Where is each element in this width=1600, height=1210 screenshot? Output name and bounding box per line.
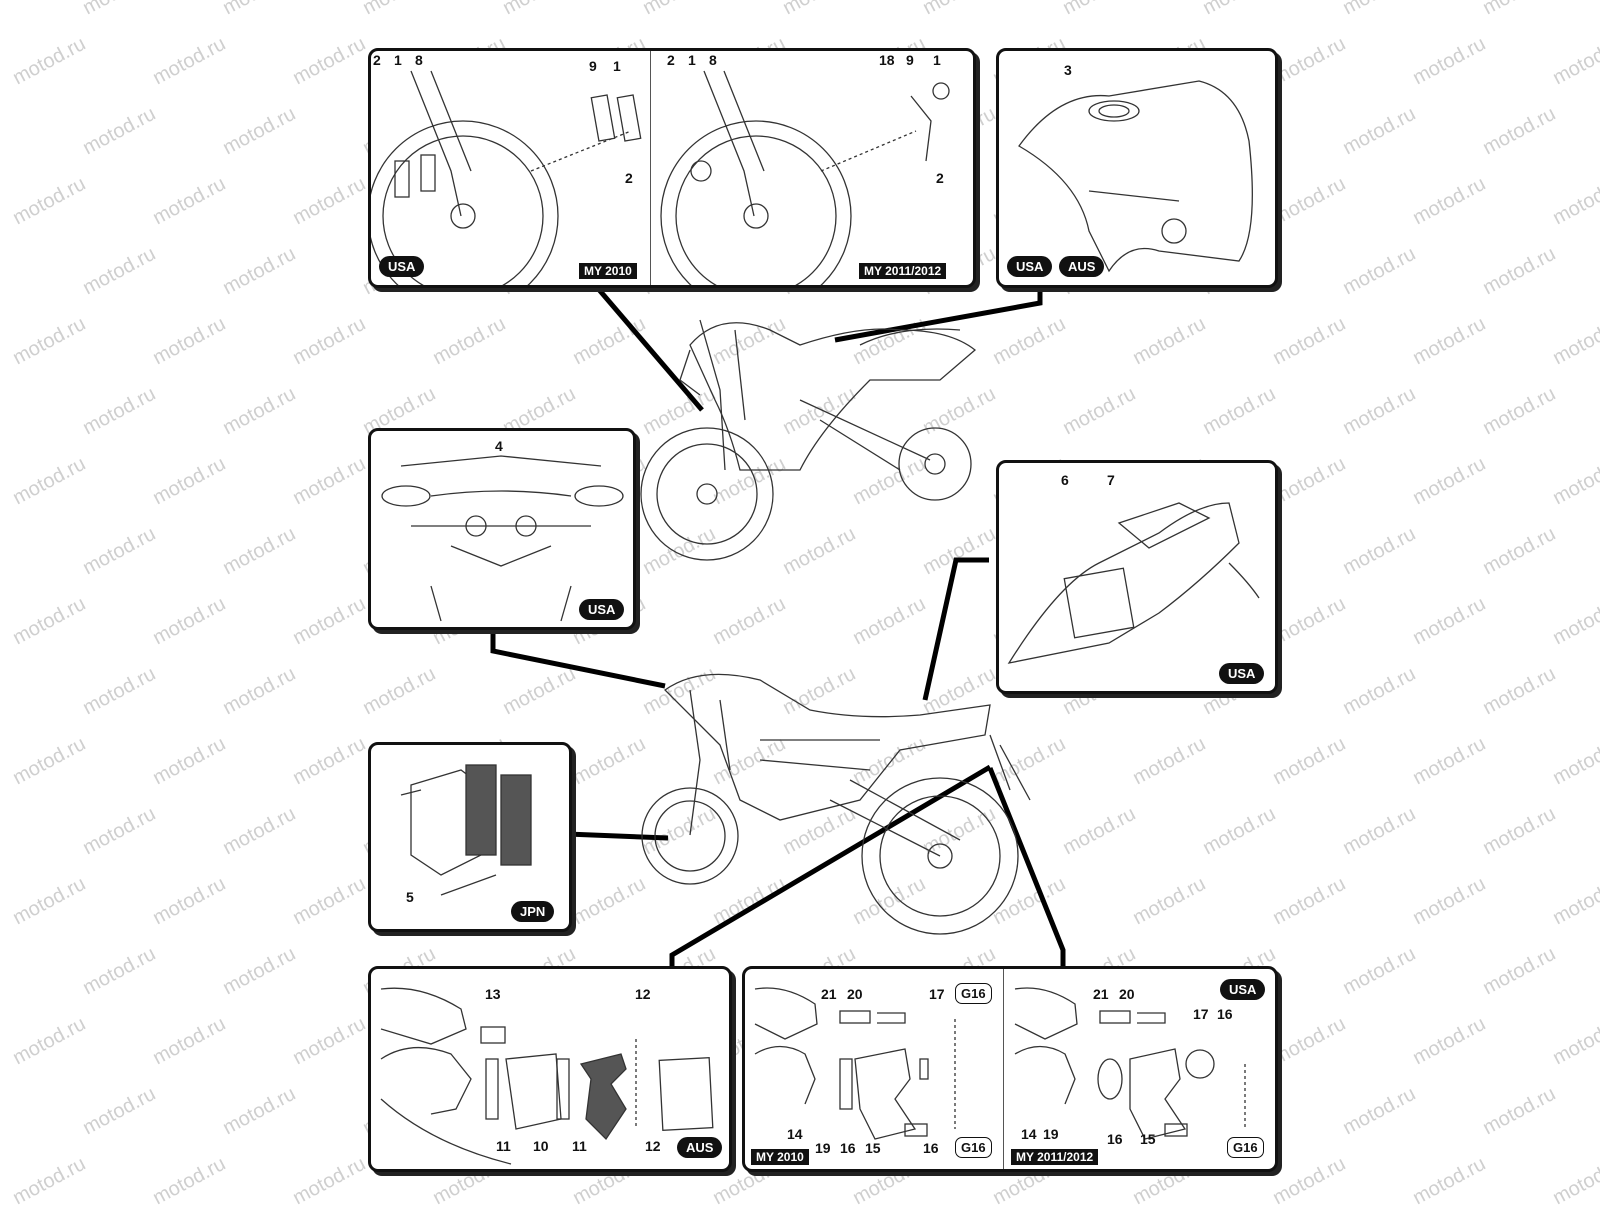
part-label: 21 — [1093, 986, 1109, 1002]
g16-box: G16 — [955, 983, 992, 1004]
leader-rear-seat — [922, 557, 989, 701]
part-label: 13 — [485, 986, 501, 1002]
caliper-drawing — [400, 764, 532, 896]
region-badge-usa: USA — [1219, 663, 1265, 684]
region-badge-jpn: JPN — [511, 901, 555, 922]
panel-divider — [650, 51, 651, 285]
panel-rear-tail: 6 7 USA — [996, 460, 1278, 694]
leader-fork — [593, 283, 704, 412]
part-label: 4 — [495, 438, 503, 454]
part-label: 19 — [1043, 1126, 1059, 1142]
g16-box: G16 — [955, 1137, 992, 1158]
panel-mirror-reflectors: 4 USA — [368, 428, 636, 630]
part-label: 1 — [933, 52, 941, 68]
panel-license-plate-aus: 13 12 11 10 11 12 AUS — [368, 966, 732, 1172]
part-label: 2 — [667, 52, 675, 68]
part-label: 17 — [929, 986, 945, 1002]
leader-dashboard — [490, 622, 666, 689]
leader-lines — [490, 283, 1066, 966]
panel-fuel-tank: 3 USA AUS — [996, 48, 1278, 288]
motorcycle-lower-drawing — [641, 673, 1031, 935]
part-label: 11 — [572, 1138, 587, 1154]
g16-box: G16 — [1227, 1137, 1264, 1158]
panel-front-fork-reflectors: 2 1 8 9 1 2 USA MY 2010 2 1 8 18 9 1 2 M… — [368, 48, 976, 288]
part-label: 8 — [709, 52, 717, 68]
region-badge-usa: USA — [379, 256, 425, 277]
part-label: 9 — [906, 52, 914, 68]
part-label: 12 — [635, 986, 651, 1002]
leader-caliper — [566, 831, 669, 841]
part-label: 16 — [840, 1140, 856, 1156]
part-label: 7 — [1107, 472, 1115, 488]
part-label: 1 — [394, 52, 402, 68]
model-year-tag: MY 2010 — [579, 263, 637, 279]
part-label: 2 — [373, 52, 381, 68]
panel-license-plate-usa: 21 20 17 14 19 16 15 16 G16 G16 MY 2010 … — [742, 966, 1278, 1172]
model-year-tag: MY 2011/2012 — [1011, 1149, 1099, 1165]
part-label: 21 — [821, 986, 837, 1002]
region-badge-usa: USA — [1007, 256, 1053, 277]
tank-drawing — [1018, 80, 1253, 273]
part-label: 2 — [936, 170, 944, 186]
part-label: 20 — [847, 986, 863, 1002]
part-label: 9 — [589, 58, 597, 74]
part-label: 11 — [496, 1138, 511, 1154]
part-label: 16 — [923, 1140, 939, 1156]
region-badge-aus: AUS — [1059, 256, 1105, 277]
part-label: 6 — [1061, 472, 1069, 488]
dashboard-drawing — [381, 455, 624, 622]
plate-aus-drawing — [380, 987, 714, 1165]
part-label: 2 — [625, 170, 633, 186]
part-label: 3 — [1064, 62, 1072, 78]
part-label: 1 — [613, 58, 621, 74]
part-label: 17 — [1193, 1006, 1209, 1022]
model-year-tag: MY 2010 — [751, 1149, 809, 1165]
leader-tank — [834, 288, 1043, 343]
part-label: 15 — [865, 1140, 881, 1156]
part-label: 19 — [815, 1140, 831, 1156]
region-badge-usa: USA — [1220, 979, 1266, 1000]
leader-plate-aus — [669, 764, 992, 966]
part-label: 14 — [787, 1126, 803, 1142]
part-label: 12 — [645, 1138, 661, 1154]
part-label: 1 — [688, 52, 696, 68]
model-year-tag: MY 2011/2012 — [859, 263, 947, 279]
part-label: 18 — [879, 52, 895, 68]
panel-brake-caliper: 5 JPN — [368, 742, 572, 932]
fork-drawing — [371, 70, 950, 285]
motorcycle-upper-drawing — [640, 319, 977, 561]
part-label: 16 — [1107, 1131, 1123, 1147]
part-label: 16 — [1217, 1006, 1233, 1022]
part-label: 20 — [1119, 986, 1135, 1002]
part-label: 14 — [1021, 1126, 1037, 1142]
part-label: 15 — [1140, 1131, 1156, 1147]
part-label: 8 — [415, 52, 423, 68]
leader-plate-usa — [987, 767, 1066, 966]
plate-usa-drawing — [754, 987, 1246, 1140]
part-label: 10 — [533, 1138, 549, 1154]
part-label: 5 — [406, 889, 414, 905]
panel-divider — [1003, 969, 1004, 1169]
tail-drawing — [1007, 502, 1260, 664]
region-badge-aus: AUS — [677, 1137, 723, 1158]
region-badge-usa: USA — [579, 599, 625, 620]
